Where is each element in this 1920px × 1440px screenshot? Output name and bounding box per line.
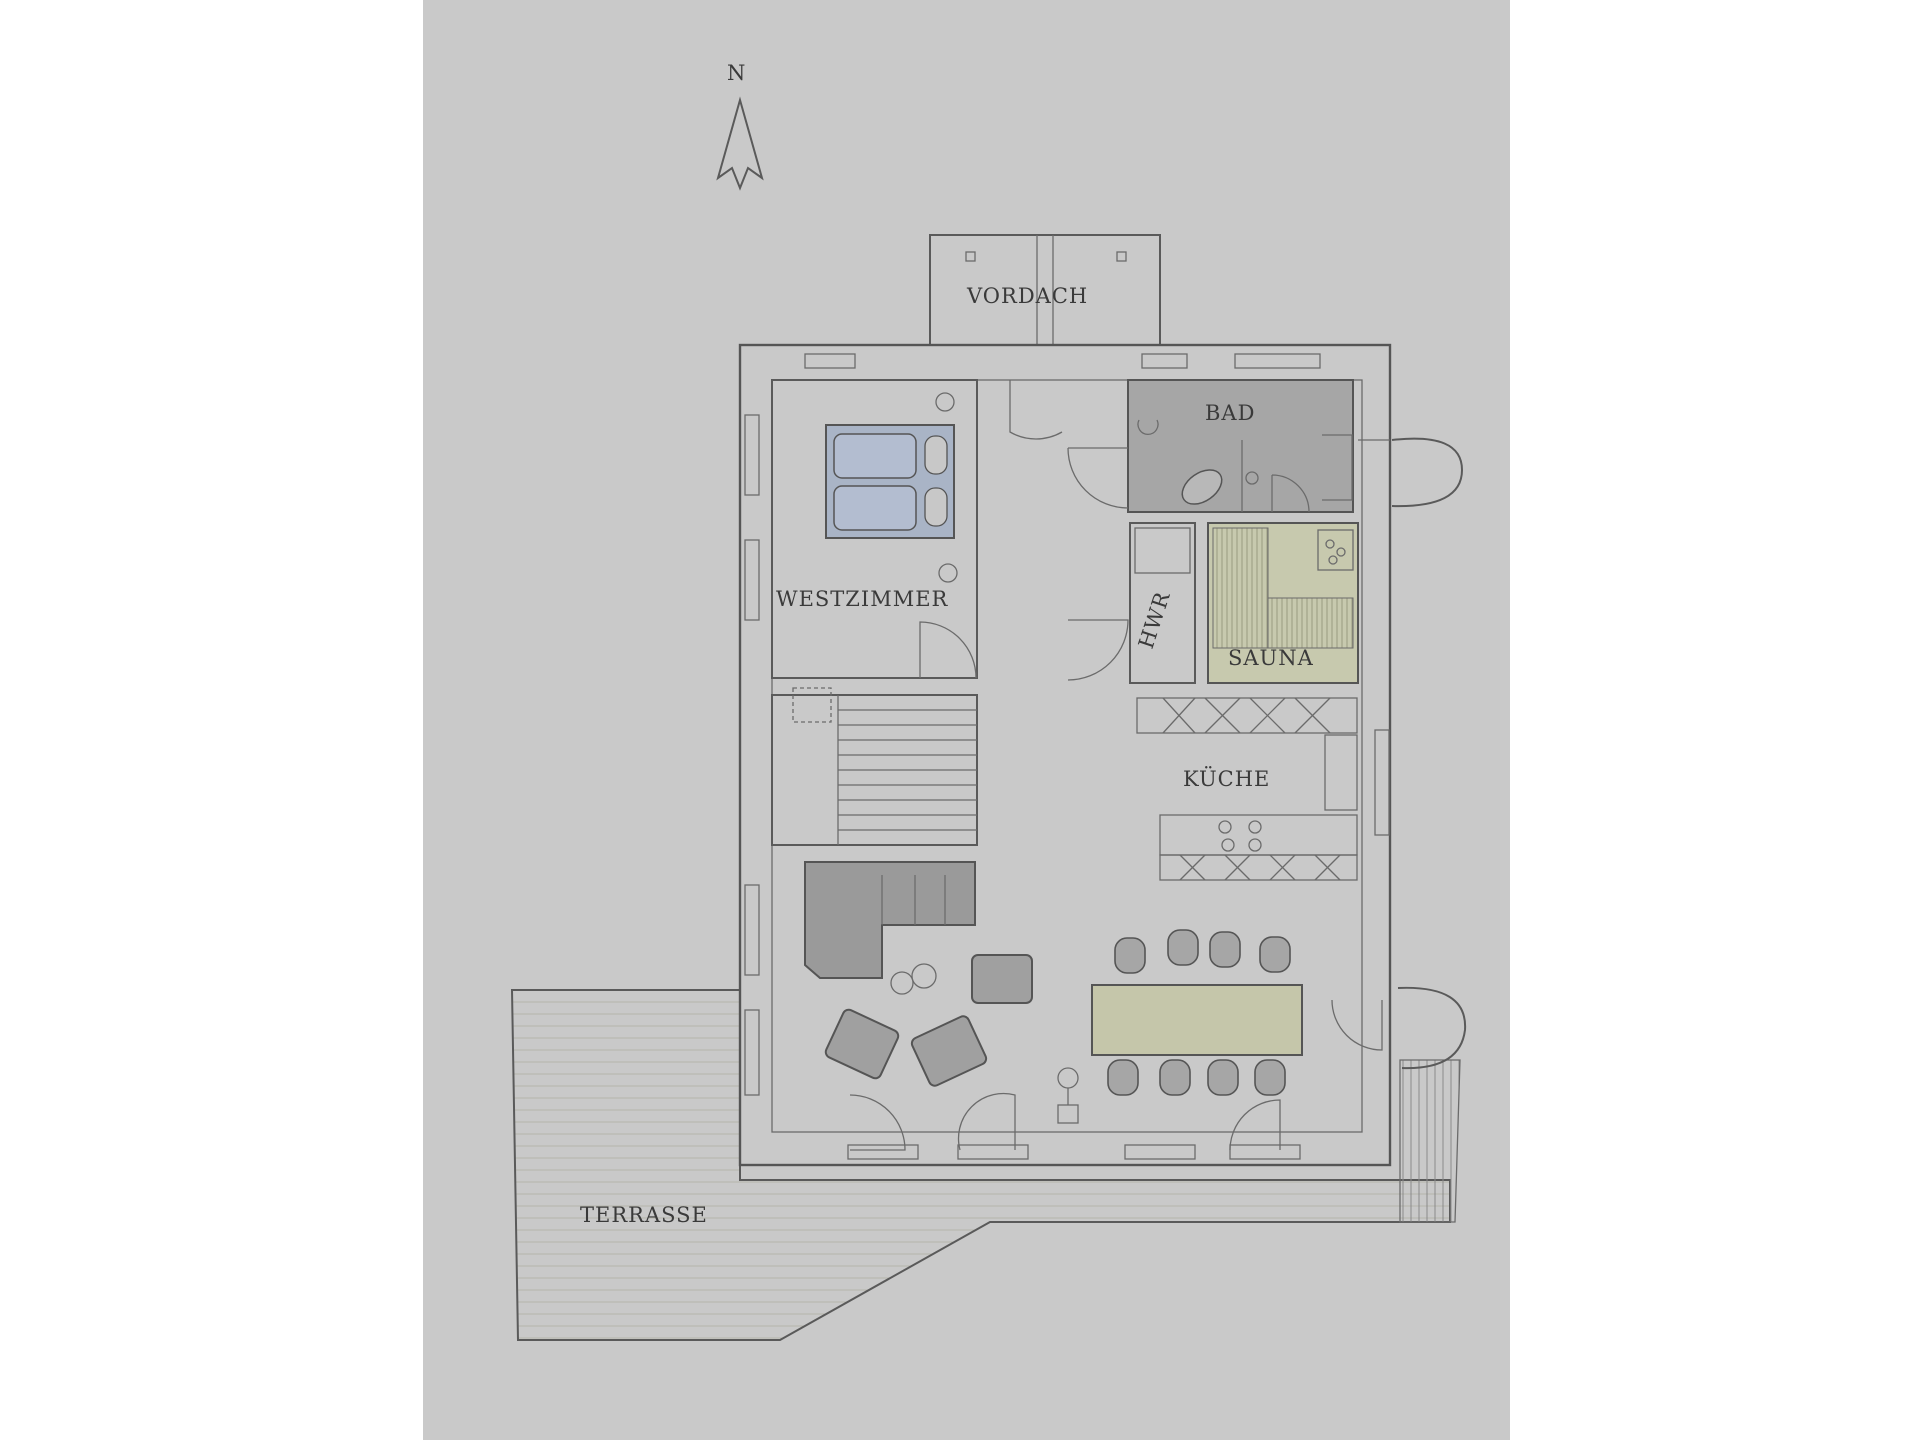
living-area bbox=[804, 861, 1079, 1151]
north-arrow: N bbox=[716, 61, 764, 191]
vordach-label: VORDACH bbox=[966, 284, 1088, 308]
terrasse-label: TERRASSE bbox=[580, 1203, 708, 1227]
dining-area bbox=[1091, 929, 1467, 1151]
north-label: N bbox=[727, 61, 746, 85]
hallway-doors bbox=[1009, 380, 1464, 681]
sauna-room: SAUNA bbox=[1207, 522, 1359, 684]
westzimmer-room: WESTZIMMER bbox=[771, 379, 978, 679]
windows bbox=[744, 353, 1390, 1160]
sauna-label: SAUNA bbox=[1228, 646, 1314, 670]
staircase bbox=[771, 687, 978, 846]
kueche-room: KÜCHE bbox=[1136, 697, 1358, 881]
hwr-label: HWR bbox=[1134, 588, 1175, 651]
westzimmer-label: WESTZIMMER bbox=[776, 587, 949, 611]
bad-room: BAD bbox=[1067, 379, 1354, 513]
vordach-canopy: VORDACH bbox=[929, 234, 1161, 346]
terrasse: TERRASSE bbox=[510, 989, 1461, 1341]
bad-label: BAD bbox=[1205, 401, 1255, 425]
kueche-label: KÜCHE bbox=[1183, 766, 1270, 791]
hwr-room: HWR bbox=[1129, 522, 1196, 684]
